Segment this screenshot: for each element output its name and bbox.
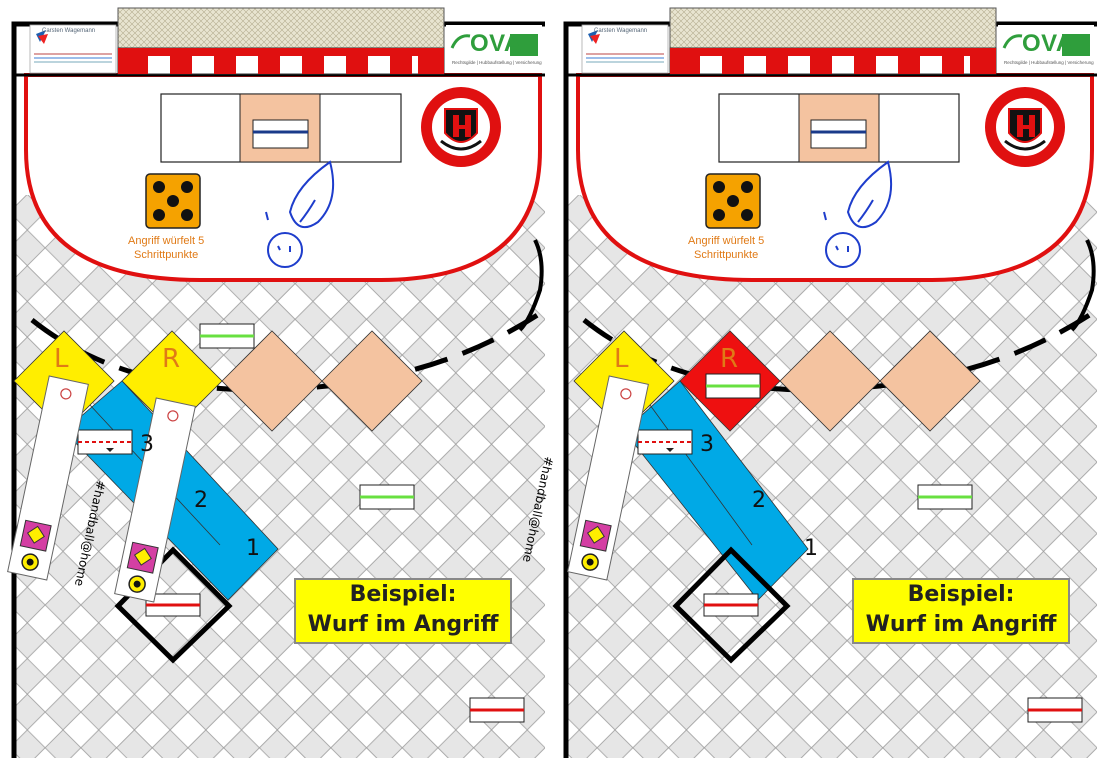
step-3: 3: [140, 432, 154, 457]
dice-icon: [146, 174, 200, 228]
goalkeeper-token: [253, 120, 308, 148]
dice-caption-line1: Angriff würfelt 5: [688, 234, 764, 248]
example-line2: Wurf im Angriff: [854, 610, 1068, 640]
goal-net: [670, 8, 996, 48]
ova-subtitle: Rechtsgilde | Hubbaufstellung | Versiche…: [452, 60, 542, 65]
club-logo: [421, 87, 501, 167]
dice-caption: Angriff würfelt 5 Schrittpunkte: [688, 234, 764, 262]
goalkeeper-token: [811, 120, 866, 148]
example-banner: Beispiel: Wurf im Angriff: [294, 578, 512, 644]
example-line1: Beispiel:: [854, 580, 1068, 610]
zone-label-R: R: [720, 344, 738, 374]
dice-icon: [706, 174, 760, 228]
step-2: 2: [194, 488, 208, 513]
goal-net: [118, 8, 444, 48]
game-board-right: Carsten Wagemann OVA Rechtsgilde | Hubba…: [552, 0, 1097, 758]
sponsor-name: Carsten Wagemann: [42, 28, 95, 34]
dice-caption: Angriff würfelt 5 Schrittpunkte: [128, 234, 204, 262]
dice-caption-line2: Schrittpunkte: [688, 248, 764, 262]
step-2: 2: [752, 488, 766, 513]
goal-posts: [670, 48, 996, 74]
example-line1: Beispiel:: [296, 580, 510, 610]
ova-subtitle: Rechtsgilde | Hubbaufstellung | Versiche…: [1004, 60, 1094, 65]
court-svg: [552, 0, 1097, 758]
dice-caption-line1: Angriff würfelt 5: [128, 234, 204, 248]
ova-logo: OVA: [1022, 30, 1074, 58]
step-3: 3: [700, 432, 714, 457]
example-line2: Wurf im Angriff: [296, 610, 510, 640]
goal-posts: [118, 48, 444, 74]
zone-label-L: L: [614, 344, 629, 374]
zone-label-L: L: [54, 344, 69, 374]
court-svg: [0, 0, 545, 758]
step-1: 1: [246, 536, 260, 561]
sponsor-name: Carsten Wagemann: [594, 28, 647, 34]
game-board-left: Carsten Wagemann OVA Rechtsgilde | Hubba…: [0, 0, 545, 758]
step-1: 1: [804, 536, 818, 561]
dice-caption-line2: Schrittpunkte: [128, 248, 204, 262]
club-logo: [985, 87, 1065, 167]
zone-label-R: R: [162, 344, 180, 374]
ova-logo: OVA: [470, 30, 522, 58]
example-banner: Beispiel: Wurf im Angriff: [852, 578, 1070, 644]
